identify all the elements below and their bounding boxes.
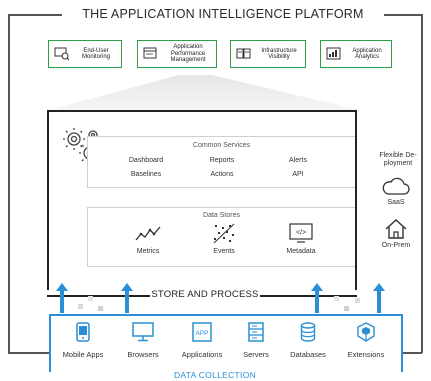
apm-window-icon [143,47,157,59]
data-bit-square [355,298,360,303]
user-monitor-icon [54,47,70,61]
monitor-icon [132,322,154,342]
data-collection-title: DATA COLLECTION [160,370,270,380]
source-browsers[interactable]: Browsers [113,322,173,359]
source-label: Databases [290,350,326,359]
platform-box: Common Services Dashboard Reports Alerts… [47,110,357,290]
platform-bottom-left [47,295,150,297]
data-bit-square [334,296,339,301]
store-and-process-label: STORE AND PROCESS [150,289,260,300]
common-services-panel: Common Services Dashboard Reports Alerts… [87,136,355,188]
flexible-deployment-label: Flexible De- ployment [379,152,417,167]
module-end-user-monitoring[interactable]: End-User Monitoring [48,40,122,68]
arrow-up-2 [121,283,133,313]
store-metrics-label: Metrics [136,248,160,255]
database-icon [300,322,316,342]
data-bit-square [78,304,83,309]
source-mobile-apps[interactable]: Mobile Apps [53,322,113,359]
source-servers[interactable]: Servers [226,322,286,359]
app-icon: APP [192,322,212,342]
data-bit-square [344,306,349,311]
module-label: Infrastructure Visibility [261,47,297,61]
extensions-cube-icon [357,322,375,342]
source-label: Browsers [127,350,159,359]
outer-frame-bottom-right [403,352,422,354]
infrastructure-icon [236,48,251,59]
outer-frame-left [8,14,10,353]
data-stores-title: Data Stores [203,212,240,219]
service-alerts[interactable]: Alerts [289,157,307,164]
analytics-icon [326,47,341,60]
common-services-title: Common Services [192,142,251,149]
module-application-performance-management[interactable]: Application Performance Management [137,40,217,68]
events-scatter-icon [213,223,235,244]
source-label: Mobile Apps [62,350,104,359]
service-baselines[interactable]: Baselines [130,171,162,178]
outer-frame-bottom-left [8,352,49,354]
mobile-phone-icon [76,322,90,342]
arrow-up-4 [373,283,385,313]
module-application-analytics[interactable]: Application Analytics [320,40,392,68]
module-label: Application Analytics [352,47,382,61]
app-badge-text: APP [195,330,208,337]
data-stores-panel: Data Stores Metrics Events </> Metadata [87,207,355,267]
service-actions[interactable]: Actions [210,171,234,178]
data-collection-box [49,314,403,372]
module-label: End-User Monitoring [81,47,110,61]
platform-title: THE APPLICATION INTELLIGENCE PLATFORM [62,7,384,21]
source-label: Extensions [347,350,385,359]
on-prem-label: On-Prem [381,242,411,249]
arrow-up-3 [311,283,323,313]
source-label: Servers [243,350,269,359]
source-extensions[interactable]: Extensions [336,322,396,359]
data-bit-square [98,306,103,311]
cloud-icon [382,177,410,195]
store-metadata-label: Metadata [286,248,316,255]
light-beam [49,75,359,110]
store-events-label: Events [213,248,235,255]
metrics-chart-icon [135,226,161,241]
service-reports[interactable]: Reports [209,157,235,164]
service-dashboard[interactable]: Dashboard [128,157,164,164]
outer-frame-right [421,14,423,353]
arrow-up-1 [56,283,68,313]
source-label: Applications [181,350,223,359]
module-label: Application Performance Management [170,44,206,64]
source-applications[interactable]: APP Applications [172,322,232,359]
svg-text:</>: </> [296,230,306,237]
data-bit-square [88,296,93,301]
server-icon [248,322,264,342]
module-infrastructure-visibility[interactable]: Infrastructure Visibility [230,40,306,68]
source-databases[interactable]: Databases [278,322,338,359]
platform-bottom-right [260,295,357,297]
metadata-code-icon: </> [289,223,313,243]
house-icon [385,219,407,239]
saas-label: SaaS [387,199,405,206]
service-api[interactable]: API [292,171,304,178]
